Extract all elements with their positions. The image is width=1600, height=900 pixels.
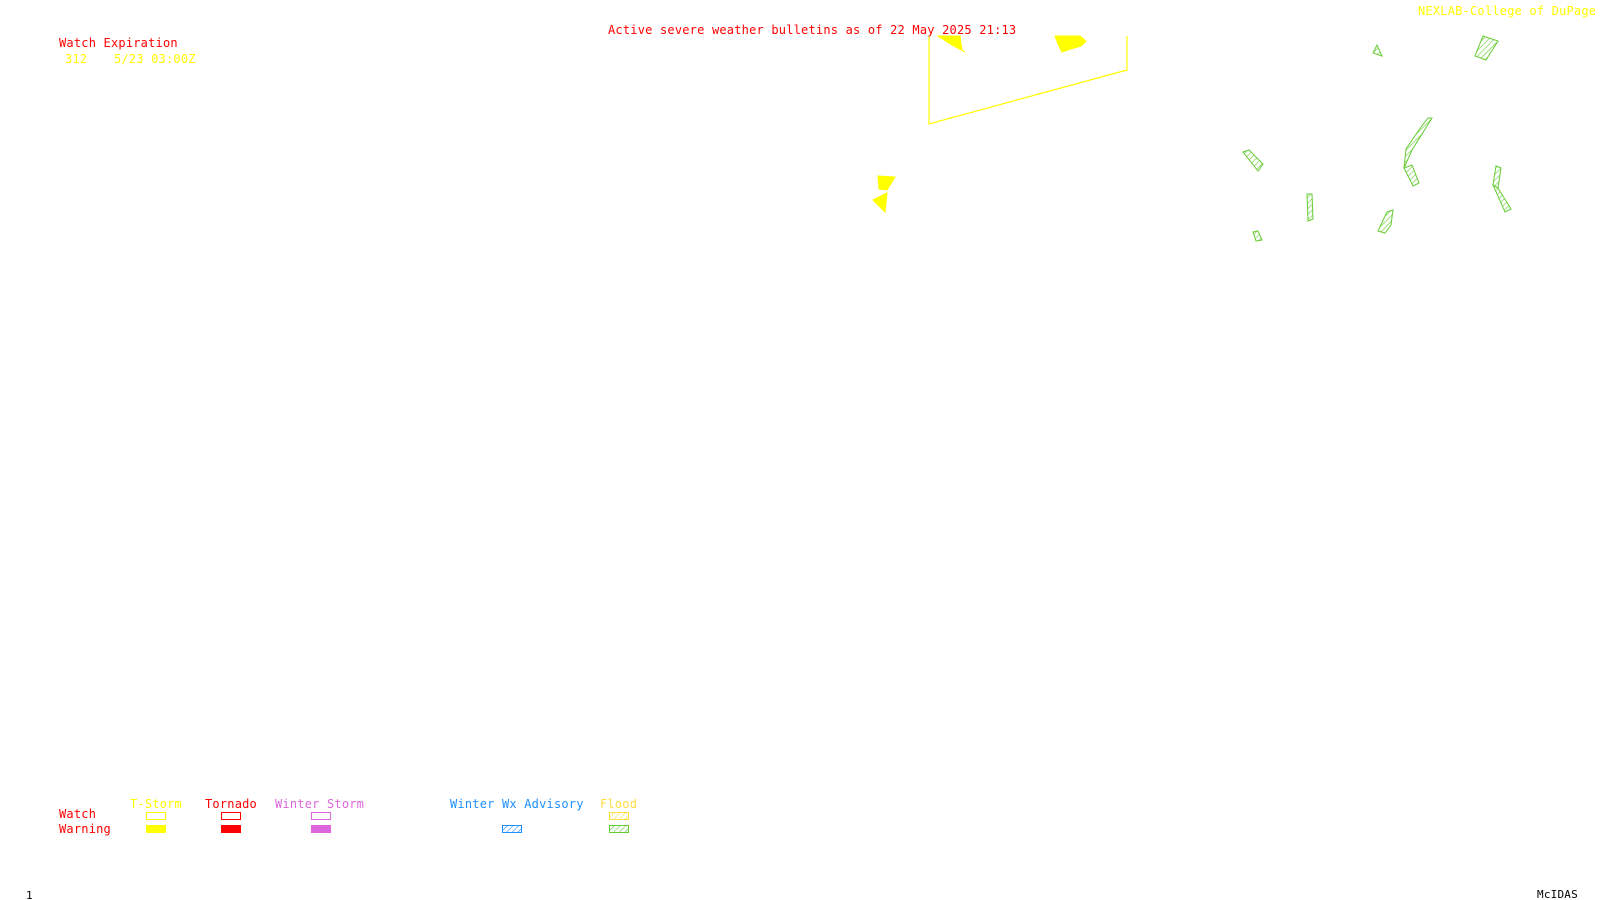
tstorm-warning-polygon bbox=[936, 35, 966, 53]
legend-row-label-watch: Watch bbox=[59, 807, 97, 821]
watch-number: 312 bbox=[65, 52, 88, 66]
legend-flood-warning-swatch bbox=[609, 825, 629, 833]
legend-tornado-warning-swatch bbox=[221, 825, 241, 833]
flood-warning-polygon bbox=[1491, 183, 1512, 213]
tstorm-warning-polygon bbox=[877, 175, 896, 191]
flood-warning-polygon bbox=[1242, 149, 1264, 172]
flood-warning-polygon bbox=[1377, 209, 1394, 234]
legend-winter-advisory-swatch bbox=[502, 825, 522, 833]
tstorm-warning-polygon bbox=[872, 192, 888, 214]
legend-tornado-watch-swatch bbox=[221, 812, 241, 820]
legend-winter-storm-warning-swatch bbox=[311, 825, 331, 833]
legend-winter-storm-label: Winter Storm bbox=[275, 797, 365, 811]
credit-label: NEXLAB-College of DuPage R bbox=[1418, 4, 1600, 18]
legend-flood-label: Flood bbox=[600, 797, 638, 811]
legend-winter-advisory-label: Winter Wx Advisory bbox=[450, 797, 584, 811]
flood-warning-polygon bbox=[1403, 164, 1420, 187]
legend-flood-watch-swatch bbox=[609, 812, 629, 820]
bulletin-title: Active severe weather bulletins as of 22… bbox=[608, 23, 1017, 37]
legend-winter-storm-watch-swatch bbox=[311, 812, 331, 820]
flood-warning-polygon bbox=[1492, 165, 1502, 189]
flood-warning-polygon bbox=[1403, 117, 1433, 169]
legend-tstorm-label: T-Storm bbox=[130, 797, 182, 811]
frame-number: 1 bbox=[26, 889, 33, 900]
flood-warnings bbox=[1242, 35, 1512, 242]
tstorm-warning-polygon bbox=[1054, 35, 1087, 53]
flood-warning-polygon bbox=[1474, 35, 1499, 61]
software-label: McIDAS bbox=[1537, 888, 1578, 900]
flood-warning-polygon bbox=[1252, 230, 1263, 242]
legend-tornado-label: Tornado bbox=[205, 797, 257, 811]
legend-tstorm-warning-swatch bbox=[146, 825, 166, 833]
tstorm-watch-312-outline bbox=[928, 36, 1128, 125]
watch-expiration-heading: Watch Expiration bbox=[59, 36, 178, 50]
flood-warning-polygon bbox=[1372, 43, 1383, 57]
flood-warning-polygon bbox=[1306, 193, 1314, 222]
watch-expiration-time: 5/23 03:00Z bbox=[114, 52, 196, 66]
legend-tstorm-watch-swatch bbox=[146, 812, 166, 820]
legend-row-label-warning: Warning bbox=[59, 822, 111, 836]
